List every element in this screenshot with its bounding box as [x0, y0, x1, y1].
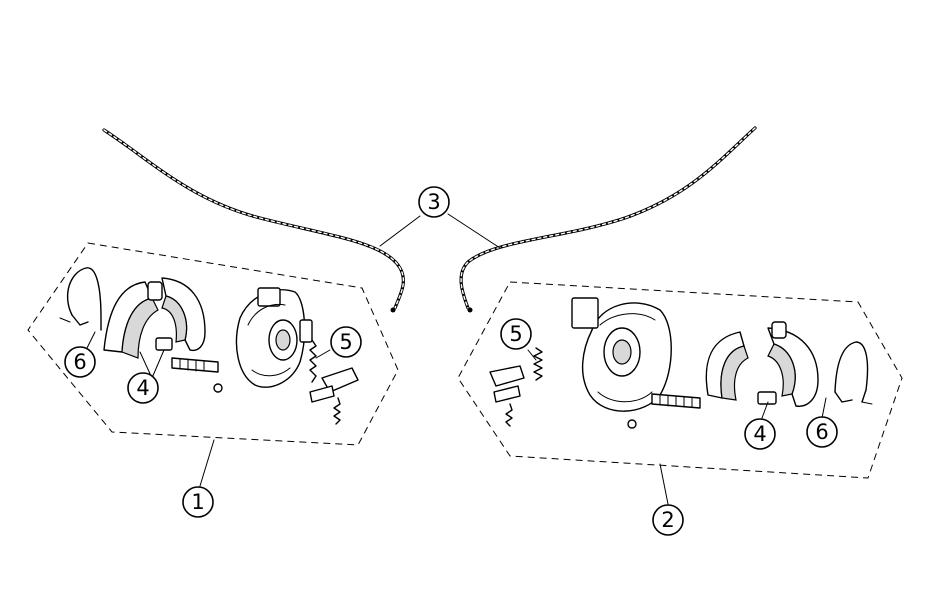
- leader-6-left: [85, 331, 96, 351]
- callout-6-left-label: 6: [73, 350, 86, 374]
- leader-3-left: [379, 215, 421, 247]
- leader-4-left-a: [139, 351, 153, 379]
- callout-6-right: 6: [806, 416, 838, 448]
- callout-5-right-label: 5: [509, 322, 522, 346]
- callout-6-left: 6: [64, 346, 96, 378]
- callout-3: 3: [418, 186, 450, 218]
- leader-6-right: [821, 397, 827, 419]
- right-brake-shoes: [705, 321, 819, 407]
- right-adjuster: [651, 393, 701, 409]
- callout-1-label: 1: [191, 490, 204, 514]
- callout-5-left: 5: [330, 326, 362, 358]
- leader-5-right: [527, 349, 537, 361]
- left-assembly-group: [27, 242, 399, 487]
- leader-2: [659, 463, 669, 505]
- leader-1: [199, 439, 215, 487]
- leader-4-left-b: [151, 349, 165, 379]
- right-backing-plate: [571, 297, 672, 429]
- leader-5-left: [315, 349, 331, 359]
- callout-3-label: 3: [427, 190, 440, 214]
- leader-4-right: [761, 401, 769, 419]
- left-backing-plate: [235, 287, 313, 388]
- left-lever-spring: [309, 339, 359, 425]
- callout-1: 1: [182, 486, 214, 518]
- callout-2-label: 2: [661, 508, 674, 532]
- left-retaining-spring: [59, 267, 102, 331]
- left-adjuster: [171, 357, 223, 393]
- callout-2: 2: [652, 504, 684, 536]
- callout-4-right: 4: [744, 418, 776, 450]
- right-retaining-spring: [834, 341, 873, 405]
- callout-6-right-label: 6: [815, 420, 828, 444]
- callout-5-left-label: 5: [339, 330, 352, 354]
- callout-4-right-label: 4: [753, 422, 766, 446]
- callout-5-right: 5: [500, 318, 532, 350]
- left-brake-shoes: [103, 277, 206, 359]
- parking-brake-cable: [102, 126, 757, 313]
- right-assembly-group: [457, 281, 903, 505]
- right-lever-spring: [489, 347, 543, 427]
- leader-3-right: [447, 213, 501, 249]
- callout-4-left-label: 4: [136, 376, 149, 400]
- callout-4-left: 4: [127, 372, 159, 404]
